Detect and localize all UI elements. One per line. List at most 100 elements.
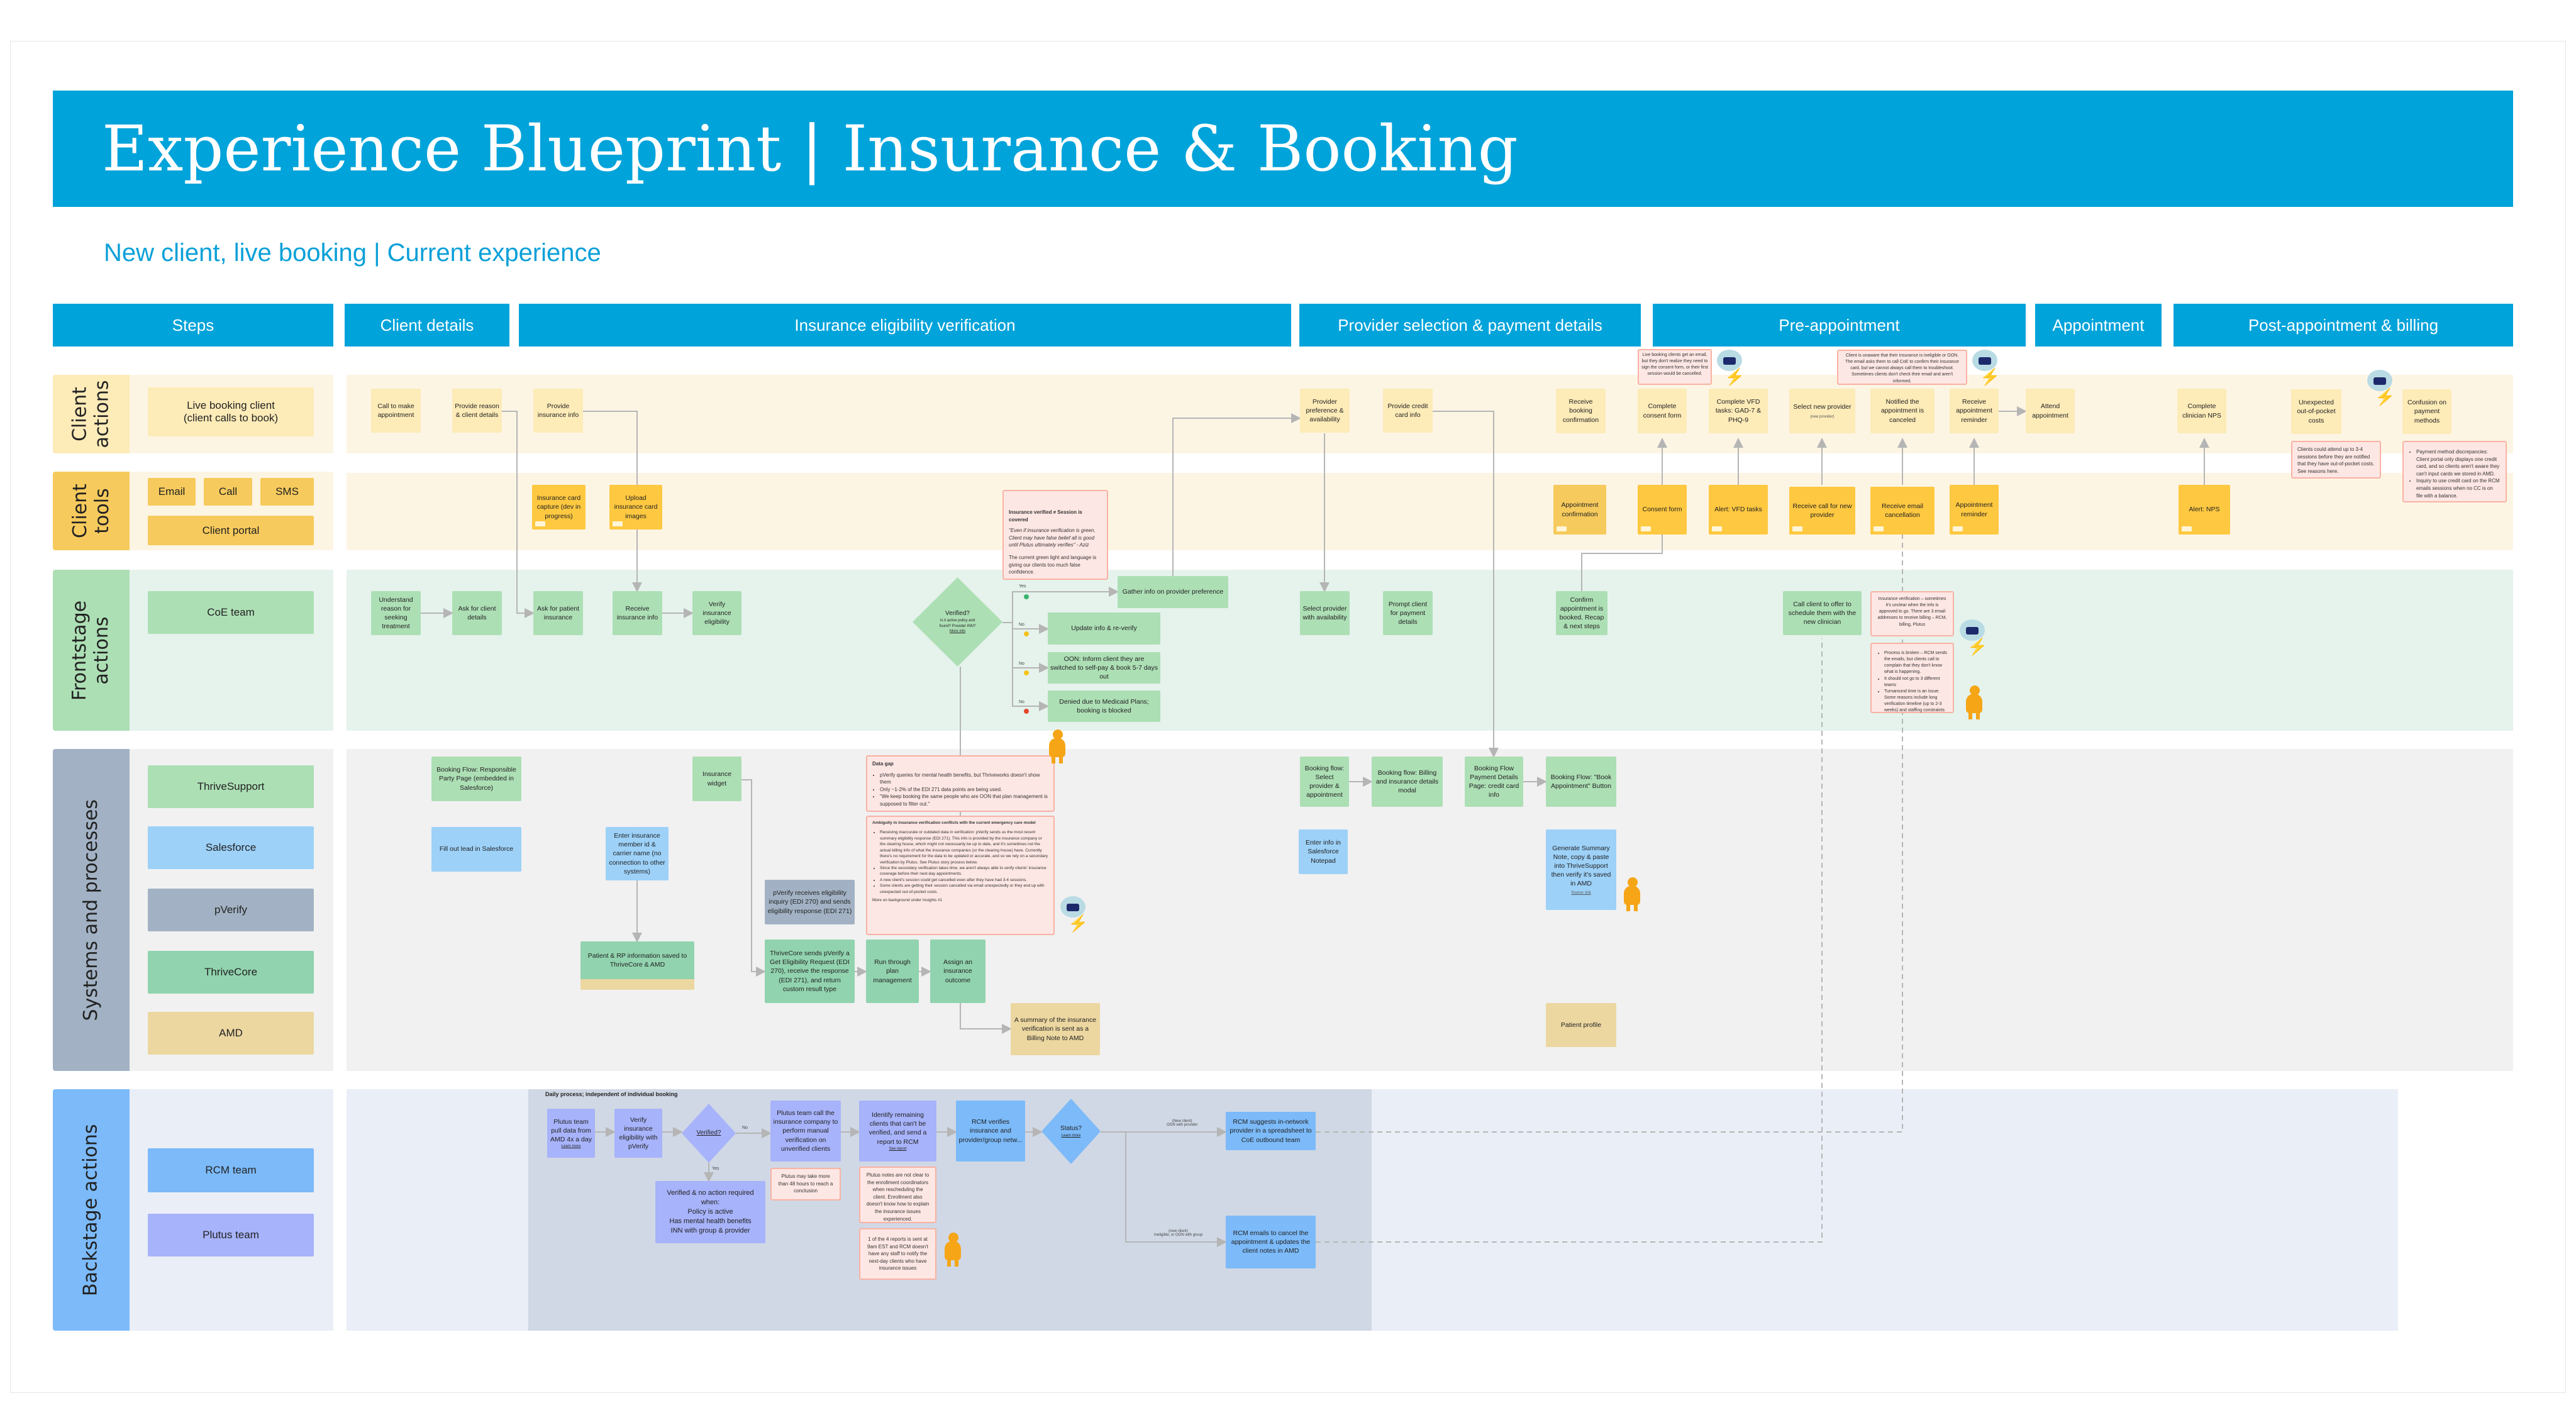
node-provide-credit-card[interactable]: Provide credit card info — [1383, 389, 1433, 433]
running-gingerbread-icon — [1619, 877, 1644, 911]
more-info-link[interactable]: More info — [949, 629, 965, 634]
node-notified-canceled[interactable]: Notified the appointment is canceled — [1870, 389, 1935, 433]
node-call-new-clinician[interactable]: Call client to offer to schedule them wi… — [1783, 591, 1862, 635]
node-booking-select-provider[interactable]: Booking flow: Select provider & appointm… — [1300, 757, 1349, 807]
node-insurance-widget[interactable]: Insurance widget — [692, 757, 741, 801]
node-assign-outcome[interactable]: Assign an insurance outcome — [930, 940, 985, 1003]
node-upload-insurance-images[interactable]: Upload insurance card images — [609, 485, 662, 530]
pain-note-out-of-pocket: Clients could attend up to 3-4 sessions … — [2291, 441, 2381, 479]
angry-storm-cloud-icon: ⚡ — [1716, 350, 1745, 387]
node-plutus-manual-verification[interactable]: Plutus team call the insurance company t… — [770, 1101, 841, 1162]
angry-storm-cloud-icon: ⚡ — [2366, 370, 2395, 408]
learn-more-link[interactable]: Learn more — [1061, 1133, 1081, 1138]
node-patient-info-saved[interactable]: Patient & RP information saved to Thrive… — [580, 941, 694, 990]
pain-note-oon-email: Client is unaware that their insurance i… — [1837, 350, 1967, 385]
node-receive-booking-confirmation[interactable]: Receive booking confirmation — [1556, 389, 1606, 433]
node-rcm-suggests-provider[interactable]: RCM suggests in-network provider in a sp… — [1226, 1112, 1316, 1150]
node-generate-summary-note[interactable]: Generate Summary Note, copy & paste into… — [1546, 829, 1616, 910]
category-coe-team: CoE team — [148, 591, 314, 634]
node-book-appointment-button[interactable]: Booking Flow: "Book Appointment" Button — [1546, 757, 1616, 807]
node-ask-client-details[interactable]: Ask for client details — [452, 591, 502, 635]
node-identify-remaining[interactable]: Identify remaining clients that can't be… — [859, 1101, 936, 1162]
node-salesforce-notepad[interactable]: Enter info in Salesforce Notepad — [1299, 829, 1348, 874]
node-select-provider[interactable]: Select provider with availability — [1300, 591, 1350, 635]
node-ask-patient-insurance[interactable]: Ask for patient insurance — [533, 591, 583, 635]
node-thrivecore-sends[interactable]: ThriveCore sends pVerify a Get Eligibili… — [765, 940, 855, 1003]
node-label: Appointment confirmation — [1561, 501, 1599, 518]
node-gather-provider-preference[interactable]: Gather info on provider preference — [1118, 576, 1228, 608]
node-patient-profile[interactable]: Patient profile — [1546, 1003, 1616, 1047]
node-complete-consent-form[interactable]: Complete consent form — [1638, 389, 1687, 433]
node-provider-preference[interactable]: Provider preference & availability — [1300, 389, 1350, 433]
node-label: Plutus team pull data from AMD 4x a day — [550, 1117, 592, 1144]
node-billing-note-amd[interactable]: A summary of the insurance verification … — [1011, 1003, 1100, 1055]
page-subtitle: New client, live booking | Current exper… — [104, 239, 601, 267]
tag-chip — [613, 521, 623, 526]
node-call-to-make-appointment[interactable]: Call to make appointment — [371, 389, 421, 433]
category-pverify: pVerify — [148, 889, 314, 931]
pain-note-ambiguity: Ambiguity in insurance verification conf… — [866, 816, 1055, 935]
node-receive-insurance-info[interactable]: Receive insurance info — [613, 591, 662, 635]
branch-label-ineligible: (new client)Ineligible, or OON with grou… — [1154, 1229, 1203, 1237]
node-update-reverify[interactable]: Update info & re-verify — [1048, 613, 1160, 645]
decision-verified[interactable]: Verified?Is it active policy and found? … — [913, 577, 1002, 667]
node-rcm-emails-cancel[interactable]: RCM emails to cancel the appointment & u… — [1226, 1216, 1316, 1268]
node-label: Receive email cancellation — [1882, 502, 1923, 519]
node-select-new-provider[interactable]: Select new provider(new provider) — [1789, 389, 1855, 433]
node-understand-reason[interactable]: Understand reason for seeking treatment — [371, 591, 421, 635]
node-verified-no-action[interactable]: Verified & no action required when:Polic… — [655, 1181, 765, 1243]
node-unexpected-costs[interactable]: Unexpected out-of-pocket costs — [2291, 389, 2341, 434]
lane-label-backstage: Backstage actions — [53, 1089, 130, 1331]
node-pverify-receives[interactable]: pVerify receives eligibility inquiry (ED… — [765, 880, 855, 924]
node-appointment-confirmation[interactable]: Appointment confirmation — [1553, 485, 1606, 535]
see-report-link[interactable]: See report — [889, 1146, 907, 1151]
node-confusion-payment[interactable]: Confusion on payment methods — [2402, 389, 2451, 434]
node-responsible-party-page[interactable]: Booking Flow: Responsible Party Page (em… — [431, 757, 521, 801]
node-oon-self-pay[interactable]: OON: Inform client they are switched to … — [1048, 652, 1160, 684]
status-dot-yellow — [1024, 631, 1029, 636]
node-alert-nps[interactable]: Alert: NPS — [2179, 485, 2230, 535]
node-fill-lead-salesforce[interactable]: Fill out lead in Salesforce — [431, 827, 521, 872]
node-receive-email-cancellation[interactable]: Receive email cancellation — [1870, 487, 1935, 535]
node-alert-vfd-tasks[interactable]: Alert: VFD tasks — [1709, 485, 1768, 535]
pain-note-unclear-approval: Insurance verification – sometimes it's … — [1870, 591, 1954, 636]
decision-backstage-verified[interactable]: Verified? — [682, 1104, 736, 1163]
node-complete-clinician-nps[interactable]: Complete clinician NPS — [2177, 389, 2226, 433]
node-receive-call-new-provider[interactable]: Receive call for new provider — [1789, 487, 1855, 535]
node-rcm-verifies[interactable]: RCM verifies insurance and provider/grou… — [956, 1101, 1025, 1162]
category-sms: SMS — [260, 478, 314, 506]
node-provide-reason-details[interactable]: Provide reason & client details — [452, 389, 502, 433]
node-denied-medicaid[interactable]: Denied due to Medicaid Plans; booking is… — [1048, 690, 1160, 722]
node-insurance-card-capture[interactable]: Insurance card capture (dev in progress) — [532, 485, 586, 530]
learn-more-link[interactable]: Learn more — [561, 1145, 581, 1149]
node-prompt-payment[interactable]: Prompt client for payment details — [1383, 591, 1433, 635]
node-complete-vfd-tasks[interactable]: Complete VFD tasks: GAD-7 & PHQ-9 — [1709, 389, 1768, 433]
node-confirm-appointment[interactable]: Confirm appointment is booked. Recap & n… — [1556, 591, 1607, 635]
node-appointment-reminder[interactable]: Appointment reminder — [1950, 485, 1999, 535]
node-consent-form[interactable]: Consent form — [1638, 485, 1687, 535]
angry-storm-cloud-icon: ⚡ — [1059, 896, 1088, 934]
step-header-client-details: Client details — [345, 304, 509, 347]
category-rcm-team: RCM team — [148, 1148, 314, 1192]
node-provide-insurance-info[interactable]: Provide insurance info — [533, 389, 583, 433]
decision-status[interactable]: Status?Learn more — [1041, 1099, 1101, 1164]
node-enter-member-id[interactable]: Enter insurance member id & carrier name… — [606, 827, 669, 880]
tag-chip — [1641, 526, 1651, 531]
node-receive-appointment-reminder[interactable]: Receive appointment reminder — [1950, 389, 1999, 433]
node-label: Identify remaining clients that can't be… — [869, 1111, 927, 1146]
node-booking-payment-page[interactable]: Booking Flow Payment Details Page: credi… — [1465, 757, 1523, 807]
tag-chip — [1953, 526, 1963, 531]
node-verify-with-pverify[interactable]: Verify insurance eligibility with pVerif… — [614, 1109, 662, 1158]
node-verify-insurance-eligibility[interactable]: Verify insurance eligibility — [692, 591, 741, 635]
node-plan-management[interactable]: Run through plan management — [866, 940, 919, 1003]
source-link[interactable]: Source: link — [1571, 891, 1591, 896]
page-title: Experience Blueprint | Insurance & Booki… — [53, 91, 2513, 207]
node-booking-billing-modal[interactable]: Booking flow: Billing and insurance deta… — [1372, 757, 1443, 807]
step-header-provider-payment: Provider selection & payment details — [1299, 304, 1641, 347]
node-label: Consent form — [1642, 506, 1682, 514]
canvas-frame — [10, 41, 2566, 1393]
node-attend-appointment[interactable]: Attend appointment — [2026, 389, 2075, 433]
